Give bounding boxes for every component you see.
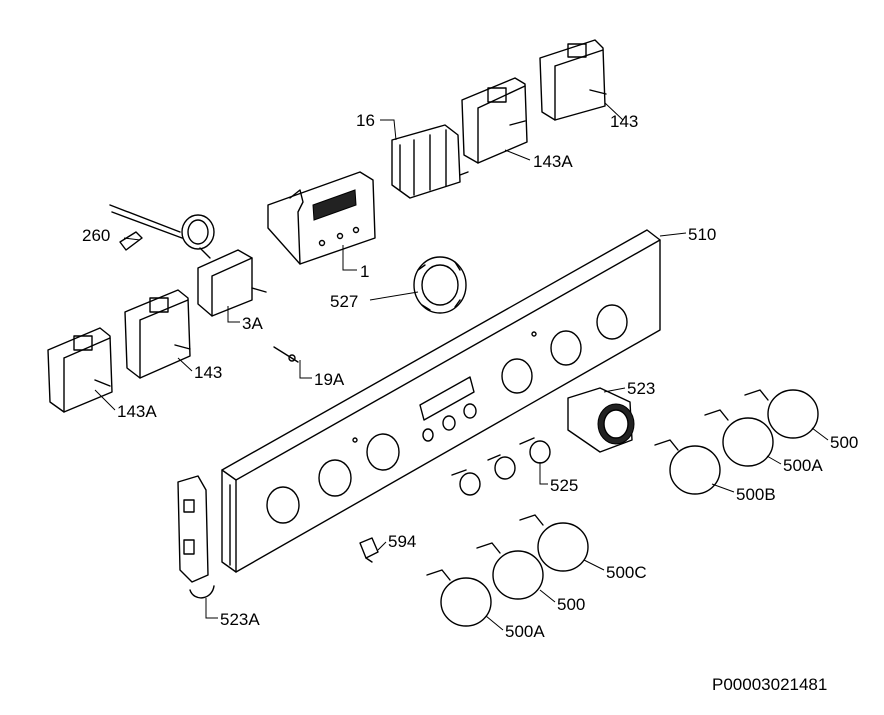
callout-500A-right: 500A [783,456,823,475]
knob-500A-right [704,409,774,467]
callout-143-top: 143 [610,112,639,131]
callout-3A: 3A [242,314,263,333]
drawing-reference-code: P00003021481 [712,675,828,694]
callout-594: 594 [388,532,417,551]
regulator-143-left [124,289,191,379]
bracket-523A [177,475,215,599]
switch-523 [567,387,635,453]
thermostat-3A [109,204,267,317]
callout-16: 16 [356,111,375,130]
knob-500-bottom [476,542,544,600]
callout-19A: 19A [314,370,345,389]
knob-ring-527 [413,256,467,314]
callout-143A-top: 143A [533,152,573,171]
callout-527: 527 [330,292,359,311]
callout-260: 260 [82,226,111,245]
callout-143A-left: 143A [117,402,157,421]
regulator-143-top [539,39,607,121]
callout-143-left: 143 [194,363,223,382]
callout-523: 523 [627,379,656,398]
leader-lines [94,102,829,631]
callout-525: 525 [550,476,579,495]
screw-594 [359,537,379,563]
callout-500B: 500B [736,485,776,504]
regulator-143A-left [47,327,113,413]
control-panel-510 [221,229,661,573]
callout-510: 510 [688,225,717,244]
knob-500B [654,439,721,495]
pin-19A [273,346,299,363]
callout-500-bottom: 500 [557,595,586,614]
selector-switch-16 [391,124,469,199]
timer-module-1 [267,171,376,265]
callout-500C: 500C [606,563,647,582]
knob-500C [519,514,589,572]
callout-1: 1 [360,262,370,281]
indicator-lamps-525 [451,437,551,496]
knob-500A-bottom [426,569,492,627]
callout-500A-bottom: 500A [505,622,545,641]
callout-500-right: 500 [830,433,859,452]
callout-523A: 523A [220,610,260,629]
regulator-143A-top [461,77,528,164]
knob-500-right [744,389,819,439]
